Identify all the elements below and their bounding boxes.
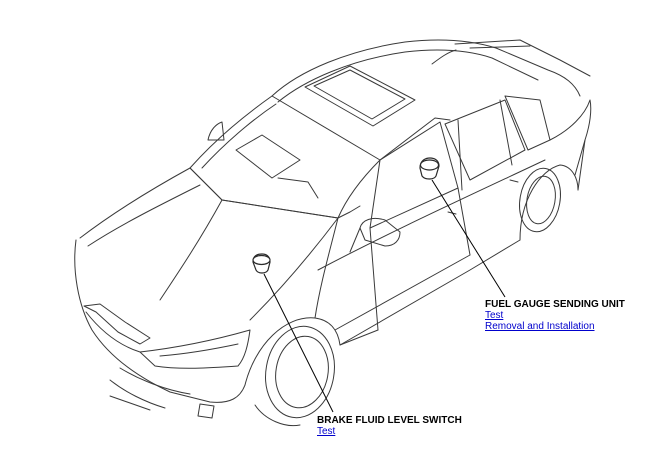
front-wheel-arch bbox=[245, 318, 340, 385]
fuel-gauge-sending-unit-marker bbox=[419, 157, 440, 180]
brake-fluid-test-link[interactable]: Test bbox=[317, 426, 336, 437]
front-wheel bbox=[259, 321, 342, 423]
headlight bbox=[140, 330, 250, 368]
fuel-gauge-leader-line bbox=[431, 179, 506, 298]
brake-fluid-level-switch-marker bbox=[252, 253, 271, 274]
front-bumper bbox=[75, 240, 245, 402]
rear-wheel-arch bbox=[520, 165, 578, 240]
brake-fluid-leader-line bbox=[263, 273, 334, 413]
fuel-gauge-sending-unit-title: FUEL GAUGE SENDING UNIT bbox=[485, 299, 625, 310]
roof-outline bbox=[272, 40, 580, 96]
fuel-gauge-test-link[interactable]: Test bbox=[485, 310, 504, 321]
front-grille bbox=[84, 304, 150, 344]
brake-fluid-level-switch-callout: BRAKE FLUID LEVEL SWITCH Test bbox=[317, 415, 462, 437]
car-illustration bbox=[75, 40, 591, 426]
front-door-window bbox=[370, 122, 458, 228]
sunroof bbox=[305, 66, 415, 126]
windshield bbox=[190, 96, 380, 218]
front-door bbox=[350, 228, 378, 330]
rear-wheel bbox=[515, 165, 566, 235]
rocker-panel bbox=[340, 240, 520, 345]
fuel-gauge-removal-installation-link[interactable]: Removal and Installation bbox=[485, 321, 595, 332]
hood-outline bbox=[80, 168, 338, 318]
brake-fluid-level-switch-title: BRAKE FLUID LEVEL SWITCH bbox=[317, 415, 462, 426]
side-mirror bbox=[360, 218, 400, 246]
fuel-gauge-sending-unit-callout: FUEL GAUGE SENDING UNIT Test Removal and… bbox=[485, 299, 625, 332]
